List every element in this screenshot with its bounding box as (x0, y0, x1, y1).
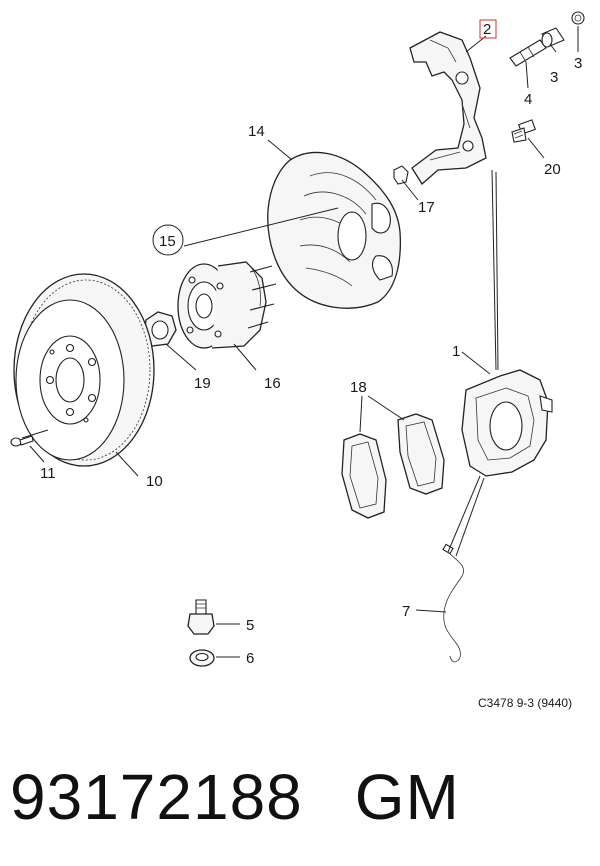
washer (189, 649, 215, 667)
callout-20: 20 (544, 161, 561, 178)
hub-nut (143, 311, 177, 347)
callout-3-boot: 3 (550, 69, 558, 86)
diagram-reference-code: C3478 9-3 (9440) (478, 696, 572, 710)
callout-3-cap: 3 (574, 55, 582, 72)
wheel-hub (177, 261, 277, 349)
callout-6: 6 (246, 650, 254, 667)
callout-15-circle (152, 224, 184, 256)
highlight-box (479, 19, 497, 39)
callout-10: 10 (146, 473, 163, 490)
part-info: 93172188 GM (10, 752, 460, 842)
dust-shield (267, 151, 402, 309)
callout-16: 16 (264, 375, 281, 392)
pin-boot (541, 27, 565, 48)
bleed-bolt (187, 599, 215, 635)
guide-pin (509, 39, 547, 67)
brand-name: GM (354, 761, 460, 833)
callout-15: 15 (159, 233, 176, 250)
callout-14: 14 (248, 123, 265, 140)
brake-caliper (461, 369, 553, 477)
brake-pads (341, 413, 445, 519)
callout-5: 5 (246, 617, 254, 634)
callout-19: 19 (194, 375, 211, 392)
wear-sensor (442, 543, 464, 663)
disc-screw (10, 435, 34, 447)
bracket-bolt (511, 119, 536, 143)
callout-4: 4 (524, 91, 532, 108)
callout-2: 2 (483, 21, 491, 38)
leader-lines (21, 26, 579, 658)
callout-17: 17 (418, 199, 435, 216)
part-number: 93172188 (10, 761, 303, 833)
callout-11: 11 (40, 465, 56, 482)
callout-7: 7 (402, 603, 410, 620)
caliper-bracket (409, 31, 487, 185)
callout-1: 1 (452, 343, 460, 360)
brake-disc (13, 273, 155, 467)
callout-18: 18 (350, 379, 367, 396)
small-nut (393, 165, 409, 185)
pin-cap (571, 11, 585, 25)
